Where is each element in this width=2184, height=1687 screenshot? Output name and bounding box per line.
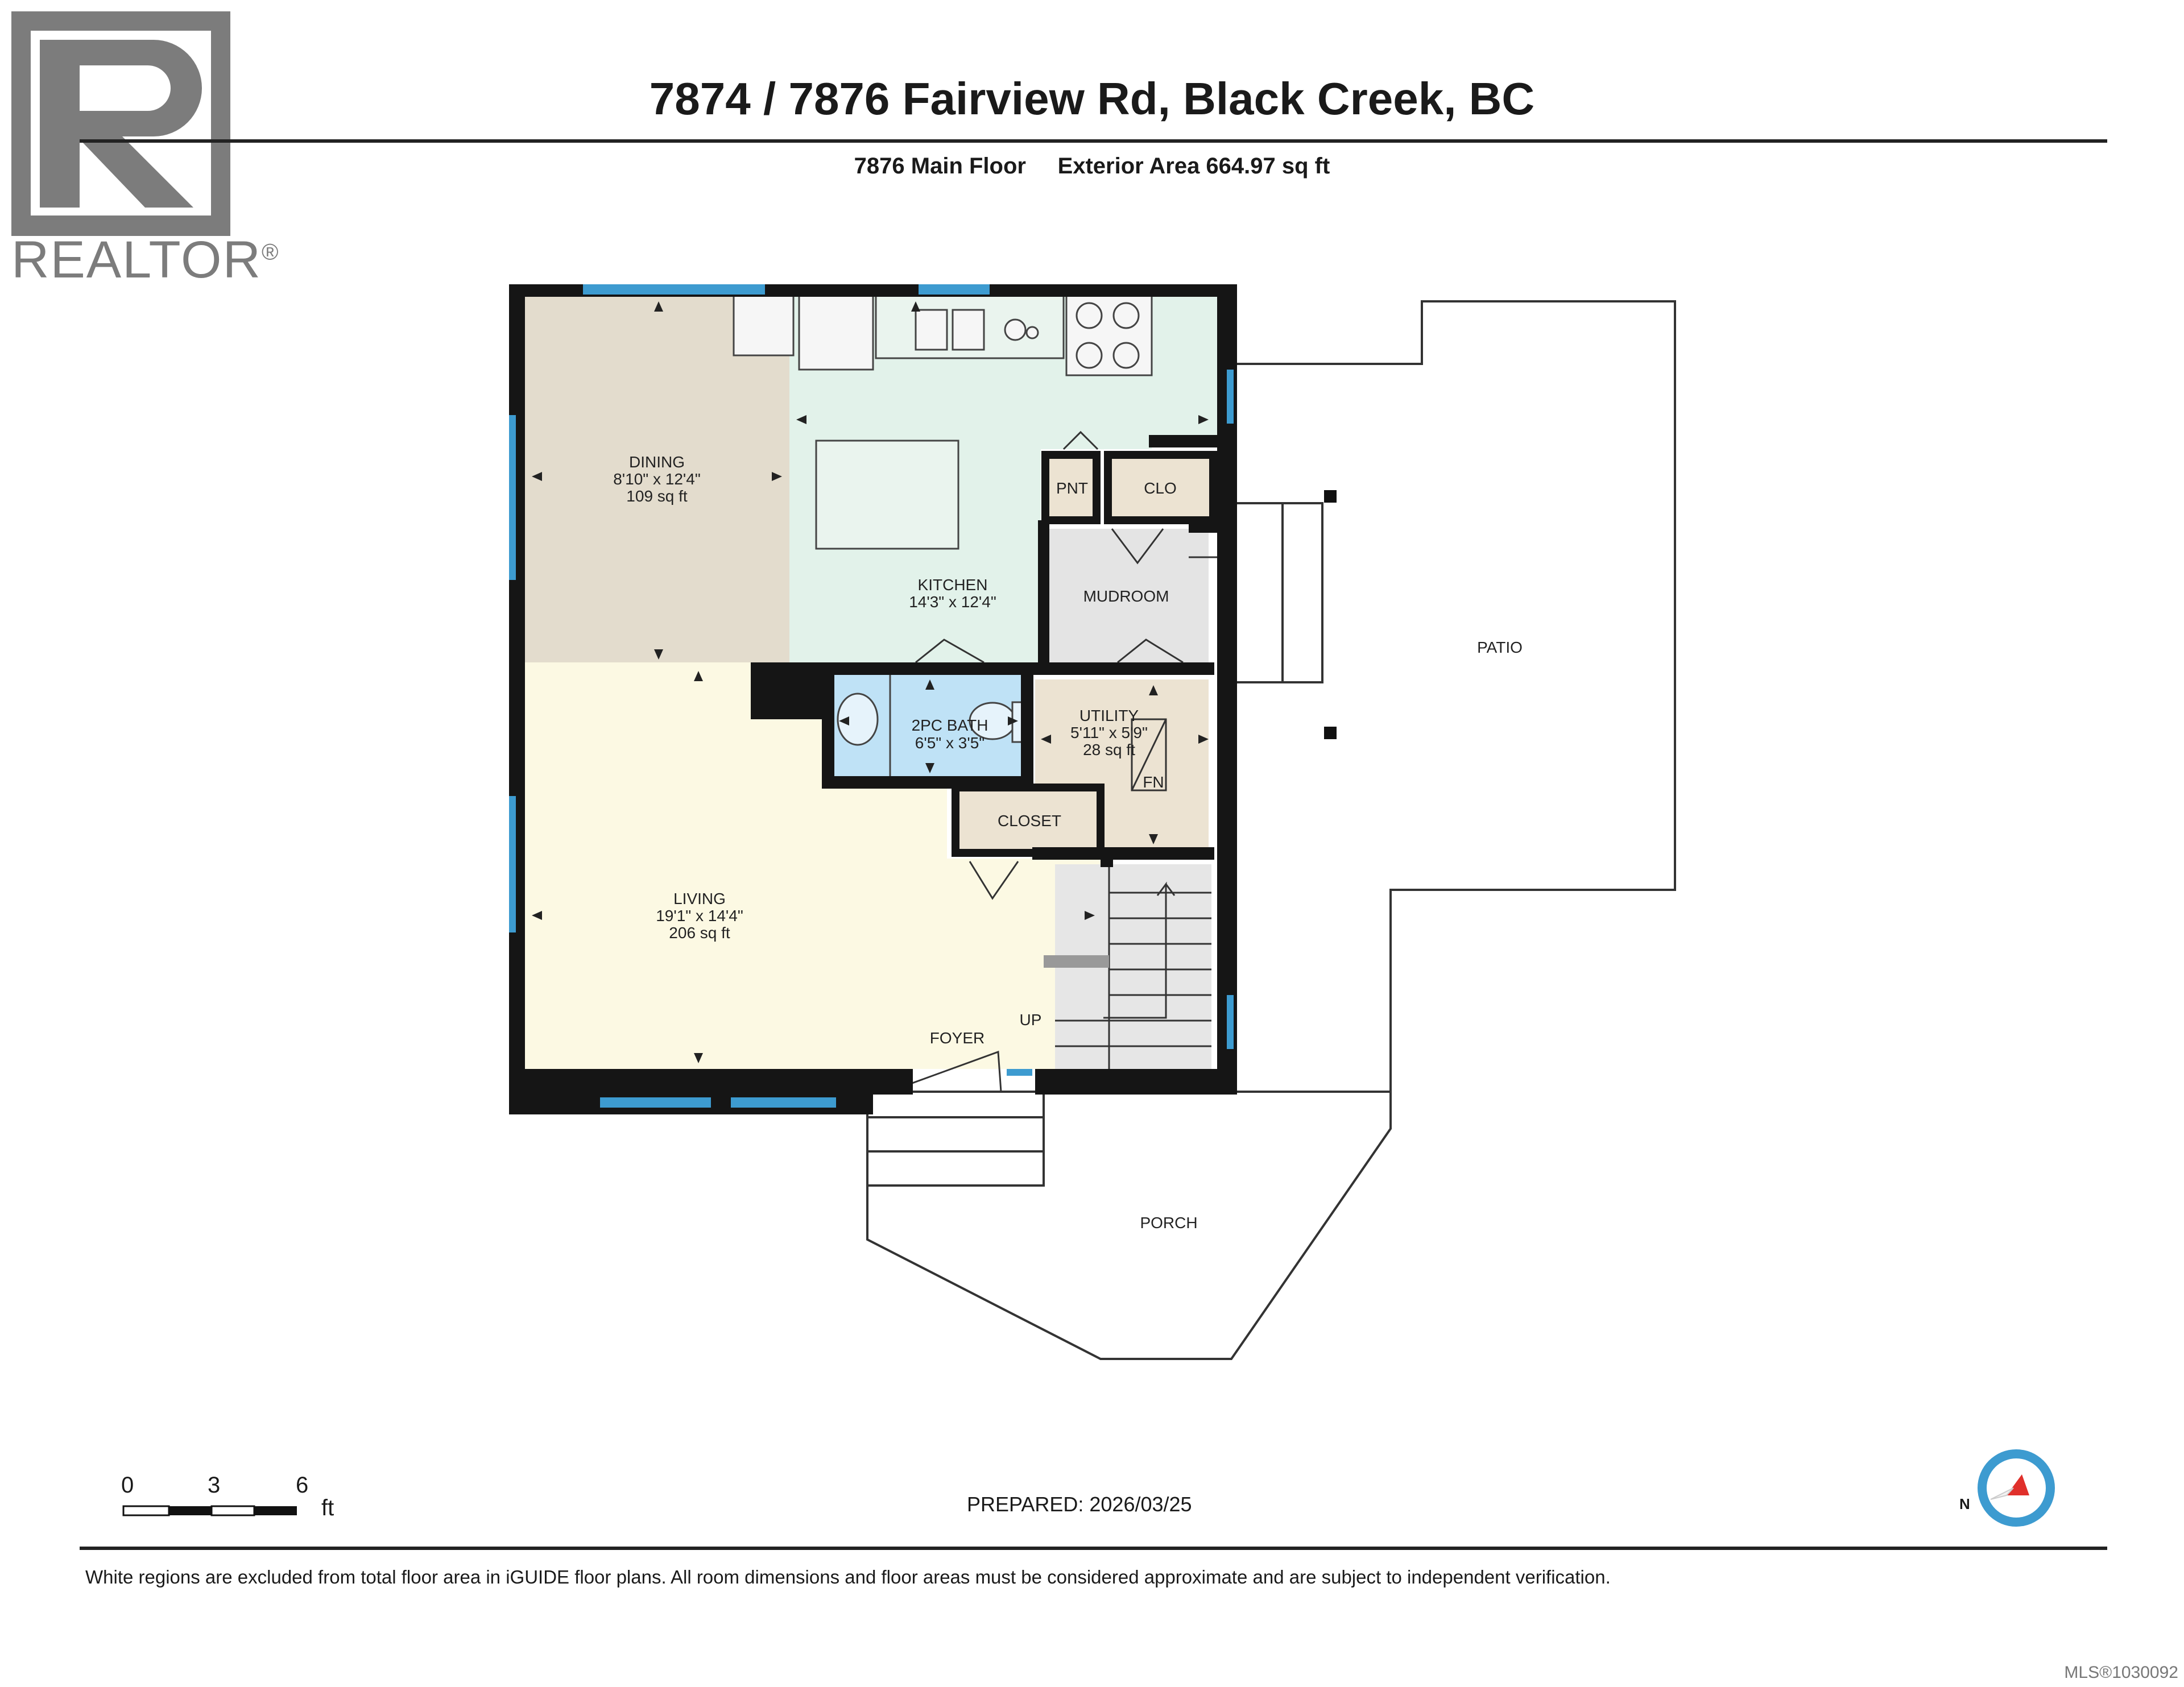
scale-unit: ft — [321, 1495, 334, 1520]
kitchen-room — [789, 293, 1217, 662]
post-marker — [1324, 727, 1337, 739]
page-title: 7874 / 7876 Fairview Rd, Black Creek, BC — [649, 73, 1535, 124]
dining-area: 109 sq ft — [626, 487, 688, 505]
compass-icon — [1956, 1447, 2059, 1535]
scale-bar — [122, 1504, 338, 1524]
exterior-area: Exterior Area 664.97 sq ft — [1057, 154, 1330, 179]
foyer-label: FOYER — [930, 1029, 985, 1047]
compass-north-label: N — [1959, 1495, 1970, 1512]
mudroom-area — [1041, 529, 1209, 668]
living-label: LIVING — [673, 890, 726, 907]
post-marker — [1324, 490, 1337, 503]
mls-number: MLS®1030092 — [2064, 1663, 2178, 1682]
floor-label: 7876 Main Floor — [854, 154, 1026, 179]
clo-label: CLO — [1144, 479, 1177, 497]
furnace — [1131, 718, 1167, 791]
dining-label: DINING — [629, 453, 685, 471]
up-label: UP — [1020, 1011, 1042, 1029]
realtor-logo — [11, 11, 233, 242]
bath-fixtures — [837, 674, 1028, 779]
realtor-wordmark: REALTOR® — [11, 231, 280, 289]
utility-dims: 5'11" x 5'9" — [1070, 724, 1148, 741]
bath-dims: 6'5" x 3'5" — [915, 734, 985, 752]
porch-steps — [866, 1091, 1045, 1187]
patio-area — [1233, 300, 1676, 1093]
prepared-date: PREPARED: 2026/03/25 — [967, 1493, 1192, 1516]
porch-area — [866, 1091, 1392, 1360]
pnt-label: PNT — [1056, 479, 1088, 497]
living-area: 206 sq ft — [669, 924, 730, 942]
dimension-arrows — [532, 301, 1209, 1063]
header-rule — [80, 139, 2107, 143]
bath-label: 2PC BATH — [912, 716, 988, 734]
stair-rail — [1044, 955, 1109, 968]
dining-dims: 8'10" x 12'4" — [613, 470, 701, 488]
footer-rule — [80, 1547, 2107, 1550]
floor-subtitle: 7876 Main Floor Exterior Area 664.97 sq … — [0, 154, 2184, 179]
scale-label-6: 6 — [296, 1473, 309, 1498]
closet-label: CLOSET — [998, 812, 1061, 830]
pantry — [1041, 451, 1101, 524]
kitchen-label: KITCHEN — [918, 576, 988, 594]
utility-area: 28 sq ft — [1083, 741, 1135, 758]
closet-small — [1104, 451, 1217, 524]
patio-steps — [1233, 502, 1323, 683]
floor-plan: DINING 8'10" x 12'4" 109 sq ft KITCHEN 1… — [509, 284, 1676, 1360]
living-dims: 19'1" x 14'4" — [656, 907, 743, 925]
living-room — [523, 662, 1101, 1069]
footnote: White regions are excluded from total fl… — [85, 1566, 1611, 1587]
utility-label: UTILITY — [1079, 707, 1139, 724]
porch-label: PORCH — [1140, 1214, 1197, 1232]
scale-label-0: 0 — [121, 1473, 134, 1498]
kitchen-dims: 14'3" x 12'4" — [909, 593, 996, 611]
furnace-label: FN — [1143, 773, 1164, 791]
windows — [509, 284, 1234, 1108]
scale-label-3: 3 — [208, 1473, 221, 1498]
patio-label: PATIO — [1477, 639, 1523, 656]
mudroom-label: MUDROOM — [1083, 587, 1169, 605]
